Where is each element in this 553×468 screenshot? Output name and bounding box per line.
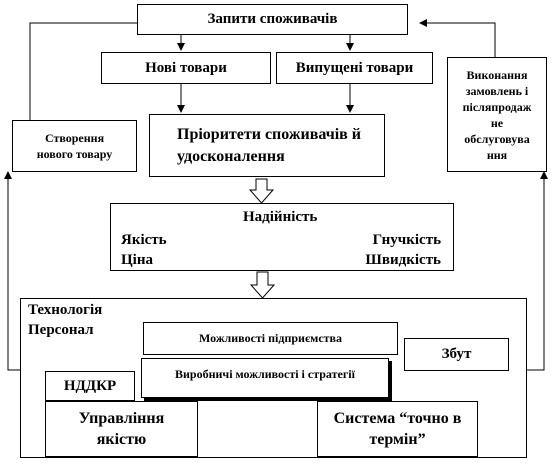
new-product-creation-line2: нового товару — [36, 147, 113, 161]
sales-label: Збут — [441, 346, 472, 362]
reliability-box: Надійність Якість Гнучкість Ціна Швидкіс… — [110, 203, 454, 271]
right-return-arrow — [527, 171, 548, 371]
consumer-priorities-line1: Пріоритети споживачів й — [177, 125, 362, 143]
quality-management-line2: якістю — [96, 431, 147, 448]
consumer-requests-box: Запити споживачів — [137, 4, 408, 35]
left-return-arrow — [4, 171, 20, 371]
price-label: Ціна — [121, 252, 153, 268]
quality-management-box: Управління якістю — [45, 401, 198, 457]
order-fulfillment-line3: післяпродаж — [462, 99, 532, 114]
order-fulfillment-line1: Виконання — [466, 67, 528, 82]
reliability-label: Надійність — [243, 209, 318, 225]
production-capabilities-box: Виробничі можливості і стратегії — [141, 358, 389, 398]
enterprise-capabilities-box: Можливості підприємства — [143, 322, 398, 355]
enterprise-capabilities-label: Можливості підприємства — [198, 331, 343, 345]
consumer-priorities-line2: удосконалення — [177, 147, 285, 165]
new-product-creation-box: Створення нового товару — [12, 120, 137, 172]
technology-label: Технологія — [28, 302, 103, 318]
flexibility-label: Гнучкість — [372, 232, 441, 248]
speed-label: Швидкість — [365, 252, 441, 268]
hollow-arrow-2 — [249, 271, 276, 299]
released-goods-label: Випущені товари — [295, 59, 414, 76]
order-fulfillment-box: Виконання замовлень і післяпродаж не обс… — [447, 57, 547, 172]
consumer-priorities-box: Пріоритети споживачів й удосконалення — [149, 114, 385, 177]
jit-system-line2: термін” — [369, 431, 426, 448]
order-fulfillment-line4: не — [490, 115, 504, 130]
new-goods-label: Нові товари — [145, 59, 227, 76]
order-fulfillment-line2: замовлень і — [465, 83, 529, 98]
jit-system-line1: Система “точно в — [333, 410, 462, 427]
new-product-creation-line1: Створення — [44, 131, 105, 145]
quality-label: Якість — [121, 232, 167, 248]
rnd-label: НДДКР — [63, 377, 117, 394]
consumer-requests-label: Запити споживачів — [207, 11, 338, 27]
order-fulfillment-line5: обслуговува — [464, 131, 530, 146]
quality-management-line1: Управління — [78, 410, 165, 427]
personnel-label: Персонал — [28, 322, 94, 338]
jit-system-box: Система “точно в термін” — [317, 401, 478, 457]
hollow-arrow-1 — [248, 178, 275, 204]
rnd-box: НДДКР — [45, 371, 135, 401]
production-capabilities-label: Виробничі можливості і стратегії — [175, 367, 355, 381]
order-fulfillment-line6: ння — [486, 147, 508, 162]
left-feedback-line — [29, 22, 137, 120]
right-feedback-line — [419, 19, 496, 57]
released-goods-box: Випущені товари — [276, 52, 433, 84]
new-goods-box: Нові товари — [101, 52, 271, 84]
sales-box: Збут — [404, 338, 509, 371]
